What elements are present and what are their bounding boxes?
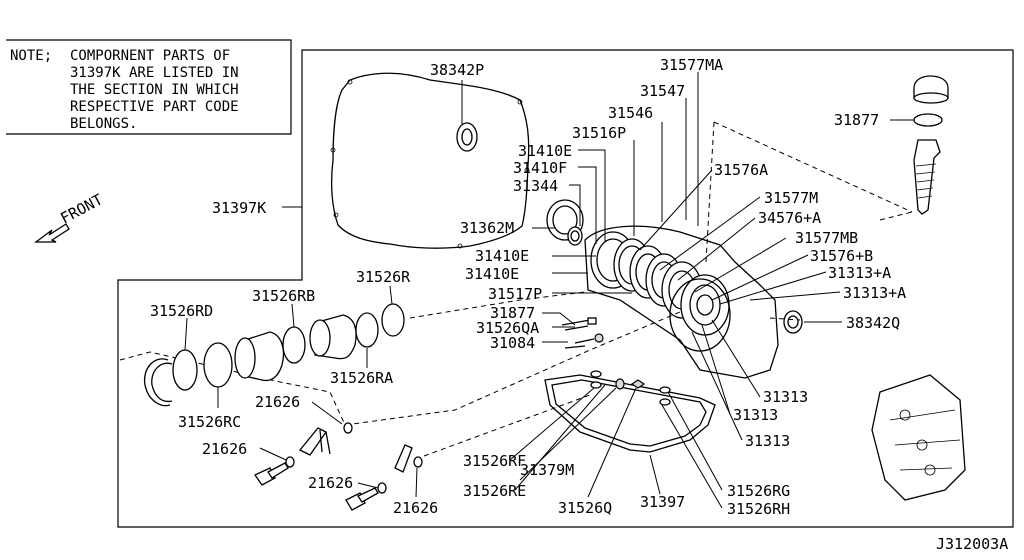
label-31516p: 31516P <box>572 124 626 142</box>
ring-31526rd <box>172 349 198 391</box>
label-31526rh: 31526RH <box>727 500 790 518</box>
label-31379m: 31379M <box>520 461 574 479</box>
front-label: FRONT <box>57 190 105 227</box>
note-line-3: THE SECTION IN WHICH <box>70 82 239 98</box>
leader-lines <box>184 72 914 509</box>
label-31576a: 31576A <box>714 161 768 179</box>
label-31577ma: 31577MA <box>660 56 723 74</box>
label-31526r: 31526R <box>356 268 411 286</box>
label-31517p: 31517P <box>488 285 542 303</box>
label-31577mb: 31577MB <box>795 229 858 247</box>
label-31410e-c: 31410E <box>465 265 519 283</box>
label-31547: 31547 <box>640 82 685 100</box>
label-31577m: 31577M <box>764 189 818 207</box>
label-31410f: 31410F <box>513 159 567 177</box>
part-labels: 38342P 31397K 31577MA 31547 31546 31516P… <box>150 56 906 518</box>
label-31410e-a: 31410E <box>518 142 572 160</box>
label-31397: 31397 <box>640 493 685 511</box>
label-21626-d: 21626 <box>393 499 438 517</box>
label-31313-b: 31313 <box>733 406 778 424</box>
note-line-4: RESPECTIVE PART CODE <box>70 99 239 115</box>
note-box: NOTE; COMPORNENT PARTS OF 31397K ARE LIS… <box>6 39 292 135</box>
drawing-code: J312003A <box>936 535 1008 553</box>
oil-pan-31397 <box>544 374 716 453</box>
label-31877-a: 31877 <box>490 304 535 322</box>
cap-31877 <box>913 75 949 104</box>
washer-31526q <box>630 379 646 389</box>
label-31526rc: 31526RC <box>178 413 241 431</box>
label-31313a-a: 31313+A <box>828 264 891 282</box>
snap-ring-31526rc <box>143 358 173 407</box>
label-31526rf: 31526RF <box>463 452 526 470</box>
magnets-31526rg-rh <box>659 386 671 406</box>
label-31526ra: 31526RA <box>330 369 393 387</box>
label-31546: 31546 <box>608 104 653 122</box>
pipe-1 <box>298 427 331 456</box>
note-line-2: 31397K ARE LISTED IN <box>70 65 239 81</box>
bolt-2 <box>345 487 379 511</box>
seal-38342q <box>783 310 803 334</box>
label-31526rb: 31526RB <box>252 287 315 305</box>
pipe-2 <box>394 444 413 473</box>
washers-21626 <box>285 422 423 494</box>
bolt-1 <box>254 462 289 486</box>
label-21626-b: 21626 <box>202 440 247 458</box>
note-prefix: NOTE; <box>10 48 52 64</box>
piston-2 <box>309 314 357 360</box>
label-31313a-b: 31313+A <box>843 284 906 302</box>
label-38342q: 38342Q <box>846 314 900 332</box>
note-line-1: COMPORNENT PARTS OF <box>70 48 230 64</box>
magnet-31526rf <box>590 370 602 389</box>
label-31526rd: 31526RD <box>150 302 213 320</box>
label-31576b: 31576+B <box>810 247 873 265</box>
label-31526rg: 31526RG <box>727 482 790 500</box>
o-ring-31877 <box>913 113 943 127</box>
label-31362m: 31362M <box>460 219 514 237</box>
small-parts-31877-31526qa-31084 <box>561 317 604 349</box>
label-31526qa: 31526QA <box>476 319 539 337</box>
assembly-dashed-lines <box>119 121 913 457</box>
label-31526q: 31526Q <box>558 499 612 517</box>
shaft-31877 <box>913 139 941 215</box>
ring-31526rb <box>282 326 306 364</box>
label-31410e-b: 31410E <box>475 247 529 265</box>
clutch-assembly <box>546 199 779 379</box>
ring-31526r <box>381 303 405 337</box>
ring-31526rc <box>203 342 233 388</box>
label-38342p: 38342P <box>430 61 484 79</box>
drain-plug-31379m <box>615 378 625 390</box>
label-31397k: 31397K <box>212 199 266 217</box>
seal-38342p <box>456 122 478 152</box>
label-34576a: 34576+A <box>758 209 821 227</box>
transmission-housing <box>871 374 966 501</box>
label-31313-a: 31313 <box>763 388 808 406</box>
diagram-frame <box>117 49 1014 528</box>
ring-31526ra <box>355 312 379 348</box>
piston-1 <box>234 331 285 382</box>
label-31344: 31344 <box>513 177 558 195</box>
label-31877-b: 31877 <box>834 111 879 129</box>
label-31084: 31084 <box>490 334 535 352</box>
label-21626-a: 21626 <box>255 393 300 411</box>
label-21626-c: 21626 <box>308 474 353 492</box>
label-31313-c: 31313 <box>745 432 790 450</box>
label-31526re: 31526RE <box>463 482 526 500</box>
gasket-31397k <box>330 72 530 249</box>
note-line-5: BELONGS. <box>70 116 137 132</box>
front-arrow-icon <box>34 223 70 243</box>
